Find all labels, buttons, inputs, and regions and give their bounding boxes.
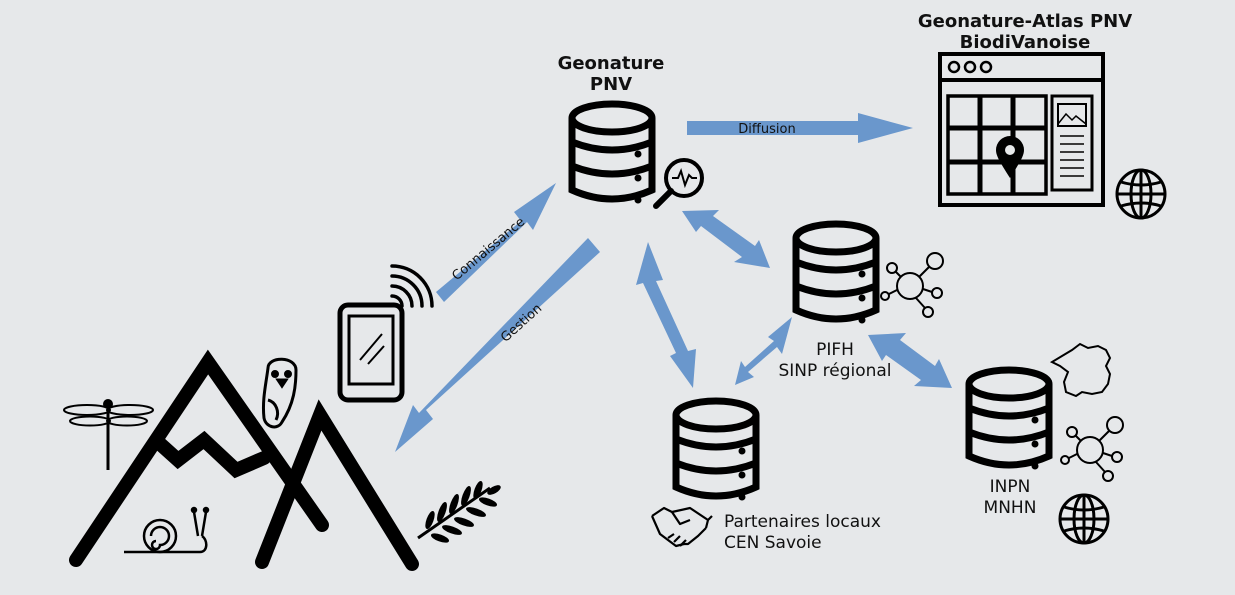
bird-icon bbox=[262, 357, 298, 429]
pifh-title: PIFH bbox=[816, 340, 854, 360]
analytics-magnifier-icon bbox=[653, 158, 704, 209]
atlas-subtitle: BiodiVanoise bbox=[959, 32, 1091, 53]
arrow-diffusion bbox=[687, 113, 913, 143]
network-icon bbox=[1060, 416, 1124, 482]
atlas-label: Geonature-Atlas PNV BiodiVanoise bbox=[900, 11, 1150, 53]
inpn-title: INPN bbox=[989, 477, 1031, 497]
connaissance-label: Connaissance bbox=[449, 215, 528, 284]
leaf-branch-icon bbox=[417, 480, 501, 543]
phone-icon bbox=[337, 302, 405, 403]
inpn-subtitle: MNHN bbox=[983, 498, 1037, 518]
arrow-connaissance bbox=[436, 183, 556, 302]
arrow-pifh-partenaires bbox=[735, 317, 792, 385]
inpn-database-icon bbox=[969, 370, 1049, 470]
partenaires-subtitle: CEN Savoie bbox=[724, 533, 822, 553]
partenaires-title: Partenaires locaux bbox=[724, 512, 881, 532]
pifh-subtitle: SINP régional bbox=[778, 361, 892, 381]
snail-icon bbox=[124, 506, 210, 554]
atlas-title: Geonature-Atlas PNV bbox=[917, 11, 1133, 32]
arrow-geonature-partenaires bbox=[636, 242, 696, 388]
browser-map-icon bbox=[938, 52, 1105, 207]
globe-icon bbox=[1058, 493, 1110, 545]
partenaires-database-icon bbox=[676, 401, 756, 501]
geonature-label: Geonature PNV bbox=[530, 53, 692, 95]
partenaires-label: Partenaires locaux CEN Savoie bbox=[724, 512, 914, 554]
arrow-gestion bbox=[395, 238, 600, 452]
geonature-title: Geonature bbox=[557, 53, 665, 74]
dragonfly-icon bbox=[63, 399, 154, 470]
network-icon bbox=[880, 252, 944, 318]
mountain-icon bbox=[69, 349, 419, 571]
france-map-icon bbox=[1049, 342, 1112, 398]
pifh-label: PIFH SINP régional bbox=[760, 340, 910, 382]
geonature-database-icon bbox=[572, 104, 652, 204]
handshake-icon bbox=[650, 506, 713, 548]
wifi-signal-icon bbox=[390, 264, 434, 308]
arrow-geonature-pifh bbox=[682, 210, 770, 268]
pifh-database-icon bbox=[796, 224, 876, 324]
inpn-label: INPN MNHN bbox=[970, 477, 1050, 519]
globe-icon bbox=[1115, 168, 1167, 220]
diffusion-label: Diffusion bbox=[738, 122, 795, 137]
arrow-pifh-inpn bbox=[868, 333, 952, 388]
geonature-subtitle: PNV bbox=[589, 74, 633, 95]
